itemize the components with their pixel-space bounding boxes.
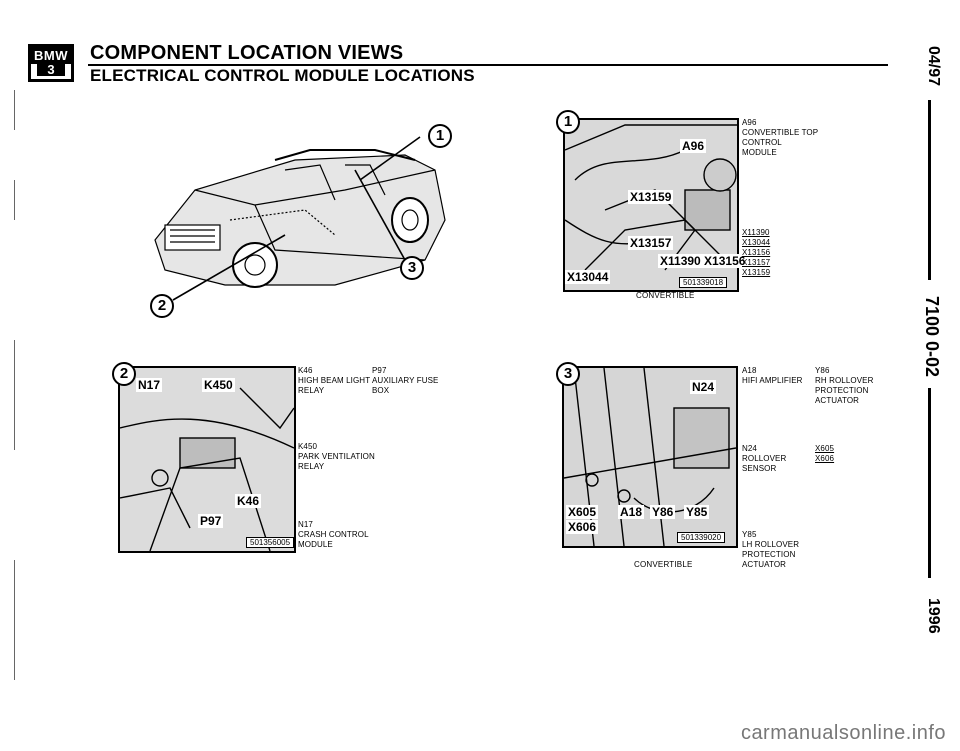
logo-series: 3 [37, 63, 65, 76]
header-rule [88, 64, 888, 66]
figure3-label-y85: Y85 [684, 505, 710, 519]
figure3-legend-y86: Y86 RH ROLLOVER PROTECTION ACTUATOR [815, 366, 874, 405]
figure3-part-number: 501339020 [677, 532, 726, 543]
bmw-series-logo: BMW 3 [28, 44, 74, 82]
figure3-label-x606: X606 [566, 520, 599, 534]
page-title: COMPONENT LOCATION VIEWS [90, 42, 404, 64]
figure1-part-number: 501339018 [679, 277, 728, 288]
figure1-label-x11390-x13156: X11390 X13156 [658, 254, 748, 268]
figure3-callout: 3 [556, 362, 580, 386]
margin-tick [14, 180, 15, 220]
figure3-caption: CONVERTIBLE [634, 560, 693, 569]
car-overview [135, 110, 465, 310]
figure3-legend-a18: A18 HIFI AMPLIFIER [742, 366, 803, 385]
figure2-label-p97: P97 [198, 514, 224, 528]
car-callout-1: 1 [428, 124, 452, 148]
figure2-label-n17: N17 [136, 378, 163, 392]
figure1-label-x13157: X13157 [628, 236, 674, 250]
side-date: 04/97 [925, 46, 942, 87]
figure1-callout: 1 [556, 110, 580, 134]
figure3-label-a18: A18 [618, 505, 645, 519]
margin-tick [14, 90, 15, 130]
figure3-legend-y85: Y85 LH ROLLOVER PROTECTION ACTUATOR [742, 530, 800, 569]
figure1-label-x13044: X13044 [565, 270, 611, 284]
watermark: carmanualsonline.info [740, 722, 946, 744]
margin-tick [14, 340, 15, 450]
figure1-label-x13159: X13159 [628, 190, 674, 204]
margin-tick [14, 560, 15, 680]
figure2-legend-n17: N17 CRASH CONTROL MODULE [298, 520, 369, 549]
figure1-legend-connectors: X11390 X13044 X13156 X13157 X13159 [742, 228, 771, 277]
figure3-label-x605: X605 [566, 505, 599, 519]
figure2-part-number: 501356005 [246, 537, 295, 548]
figure3-legend-n24: N24 ROLLOVER SENSOR [742, 444, 787, 473]
figure2-label-k46: K46 [235, 494, 262, 508]
figure2-legend-p97: P97 AUXILIARY FUSE BOX [372, 366, 439, 395]
figure2-legend-k46: K46 HIGH BEAM LIGHT RELAY [298, 366, 371, 395]
side-year: 1996 [925, 598, 942, 634]
side-rule-top [928, 100, 931, 280]
figure3-label-y86: Y86 [650, 505, 676, 519]
figure1-legend-main: A96 CONVERTIBLE TOP CONTROL MODULE [742, 118, 819, 157]
page-subtitle: ELECTRICAL CONTROL MODULE LOCATIONS [90, 66, 475, 85]
side-rule-bottom [928, 388, 931, 578]
logo-brand: BMW [31, 47, 71, 64]
side-doc-number: 7100 0-02 [922, 296, 942, 378]
figure3-label-n24: N24 [690, 380, 717, 394]
figure1-label-a96: A96 [680, 139, 707, 153]
figure3-legend-x605-x606: X605 X606 [815, 444, 835, 463]
figure1-caption: CONVERTIBLE [636, 291, 695, 300]
figure2-legend-k450: K450 PARK VENTILATION RELAY [298, 442, 375, 471]
figure2-callout: 2 [112, 362, 136, 386]
car-callout-2: 2 [150, 294, 174, 318]
figure2-label-k450: K450 [202, 378, 235, 392]
car-callout-3: 3 [400, 256, 424, 280]
convertible-car-illustration [154, 136, 446, 301]
